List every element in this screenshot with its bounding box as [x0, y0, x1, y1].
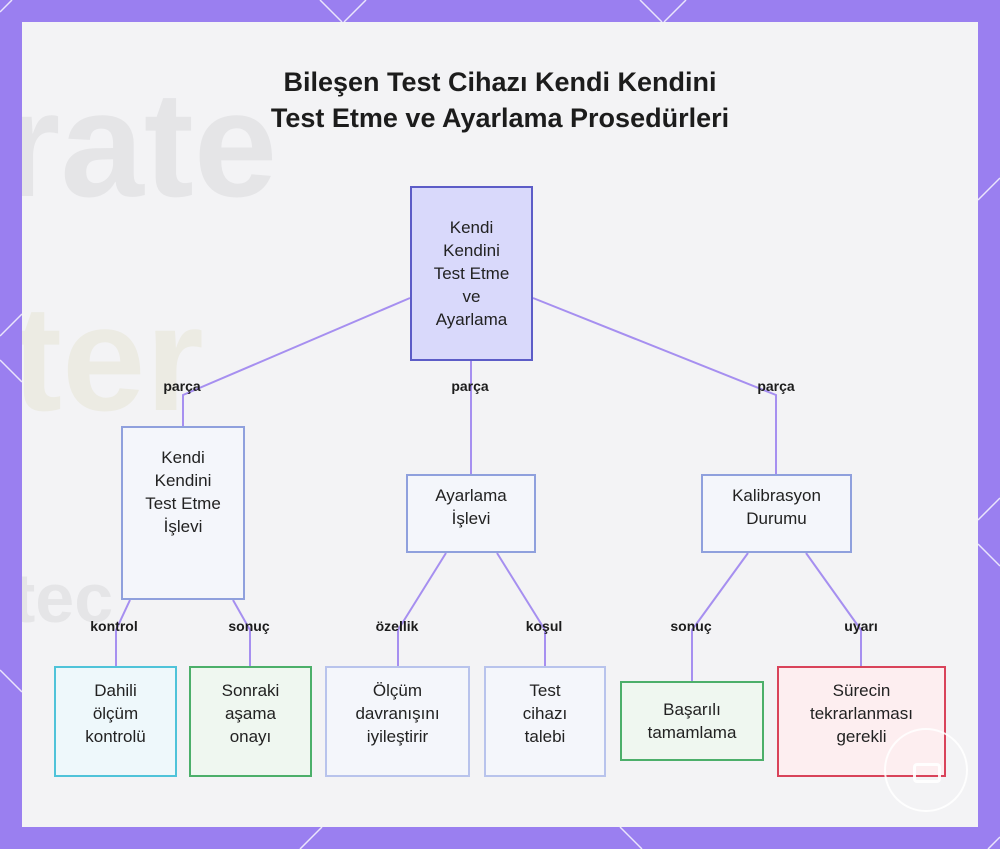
node-request-line: cihazı	[522, 704, 568, 723]
watermark-word-2: ter	[22, 274, 204, 442]
edge-label-root-adjust: parça	[451, 378, 489, 394]
logo-badge-icon	[884, 728, 968, 812]
node-calibration-line: Durumu	[746, 508, 807, 528]
node-calibration-status: Kalibrasyon Durumu	[701, 474, 852, 553]
edge-label-calibration-repeat: uyarı	[844, 618, 878, 634]
edge-label-self-test-internal: kontrol	[90, 618, 138, 634]
node-improves-measurement: Ölçüm davranışını iyileştirir	[325, 666, 470, 777]
node-improves-line: Ölçüm	[372, 681, 423, 700]
node-success-line: Başarılı	[663, 700, 721, 719]
node-self-test-line: İşlevi	[163, 517, 203, 536]
node-device-request: Test cihazı talebi	[484, 666, 606, 777]
node-request-line: Test	[529, 681, 561, 700]
edge-calibration-repeat	[805, 552, 862, 666]
edge-root-calibration	[532, 297, 777, 474]
node-success-line: tamamlama	[647, 723, 737, 742]
node-next-stage-line: onayı	[229, 727, 272, 746]
title-line-1: Bileşen Test Cihazı Kendi Kendini	[283, 67, 717, 97]
node-adjust-line: Ayarlama	[435, 485, 507, 505]
node-self-test-function: Kendi Kendini Test Etme İşlevi	[121, 426, 245, 600]
edge-label-adjust-improves: özellik	[375, 618, 419, 634]
node-repeat-line: Sürecin	[832, 681, 891, 700]
node-root-line: Kendi	[449, 218, 494, 237]
page-title: Bileşen Test Cihazı Kendi Kendini Test E…	[0, 64, 1000, 136]
node-next-stage-line: aşama	[224, 704, 276, 723]
node-self-test-line: Kendini	[154, 471, 212, 490]
node-adjust-function: Ayarlama İşlevi	[406, 474, 536, 553]
edge-label-self-test-next: sonuç	[228, 618, 270, 634]
node-root-line: ve	[462, 287, 481, 306]
edge-label-root-self-test: parça	[163, 378, 201, 394]
node-next-stage: Sonraki aşama onayı	[189, 666, 312, 777]
badge-inner-icon	[913, 763, 941, 783]
node-self-test-line: Test Etme	[145, 494, 221, 513]
edge-label-calibration-success: sonuç	[670, 618, 712, 634]
node-successful-completion: Başarılı tamamlama	[620, 681, 764, 761]
node-adjust-line: İşlevi	[451, 508, 491, 528]
node-request-line: talebi	[524, 727, 566, 746]
edge-label-adjust-request: koşul	[525, 618, 563, 634]
edge-adjust-improves	[397, 552, 447, 666]
node-root-line: Kendini	[443, 241, 500, 260]
node-root-line: Ayarlama	[435, 310, 508, 329]
edge-calibration-success	[691, 552, 749, 681]
edge-adjust-request	[496, 552, 546, 666]
node-internal-check-line: ölçüm	[92, 704, 139, 723]
title-line-2: Test Etme ve Ayarlama Prosedürleri	[270, 103, 730, 133]
edge-label-root-calibration: parça	[757, 378, 795, 394]
watermark-word-1: rate	[22, 60, 278, 228]
node-repeat-line: tekrarlanması	[810, 704, 913, 723]
node-internal-check-line: kontrolü	[85, 727, 146, 746]
edge-self-test-internal	[115, 599, 131, 666]
node-root: Kendi Kendini Test Etme ve Ayarlama	[410, 186, 533, 361]
node-calibration-line: Kalibrasyon	[732, 485, 821, 505]
edge-root-self-test	[182, 297, 411, 426]
node-root-line: Test Etme	[433, 264, 510, 283]
node-improves-line: iyileştirir	[366, 727, 429, 746]
node-next-stage-line: Sonraki	[221, 681, 280, 700]
node-repeat-line: gerekli	[836, 727, 887, 746]
node-internal-check-line: Dahili	[94, 681, 137, 700]
edge-self-test-next	[232, 599, 251, 666]
node-internal-check: Dahili ölçüm kontrolü	[54, 666, 177, 777]
watermark-word-3: tec	[22, 559, 114, 637]
node-improves-line: davranışını	[355, 704, 440, 723]
node-self-test-line: Kendi	[161, 448, 205, 467]
